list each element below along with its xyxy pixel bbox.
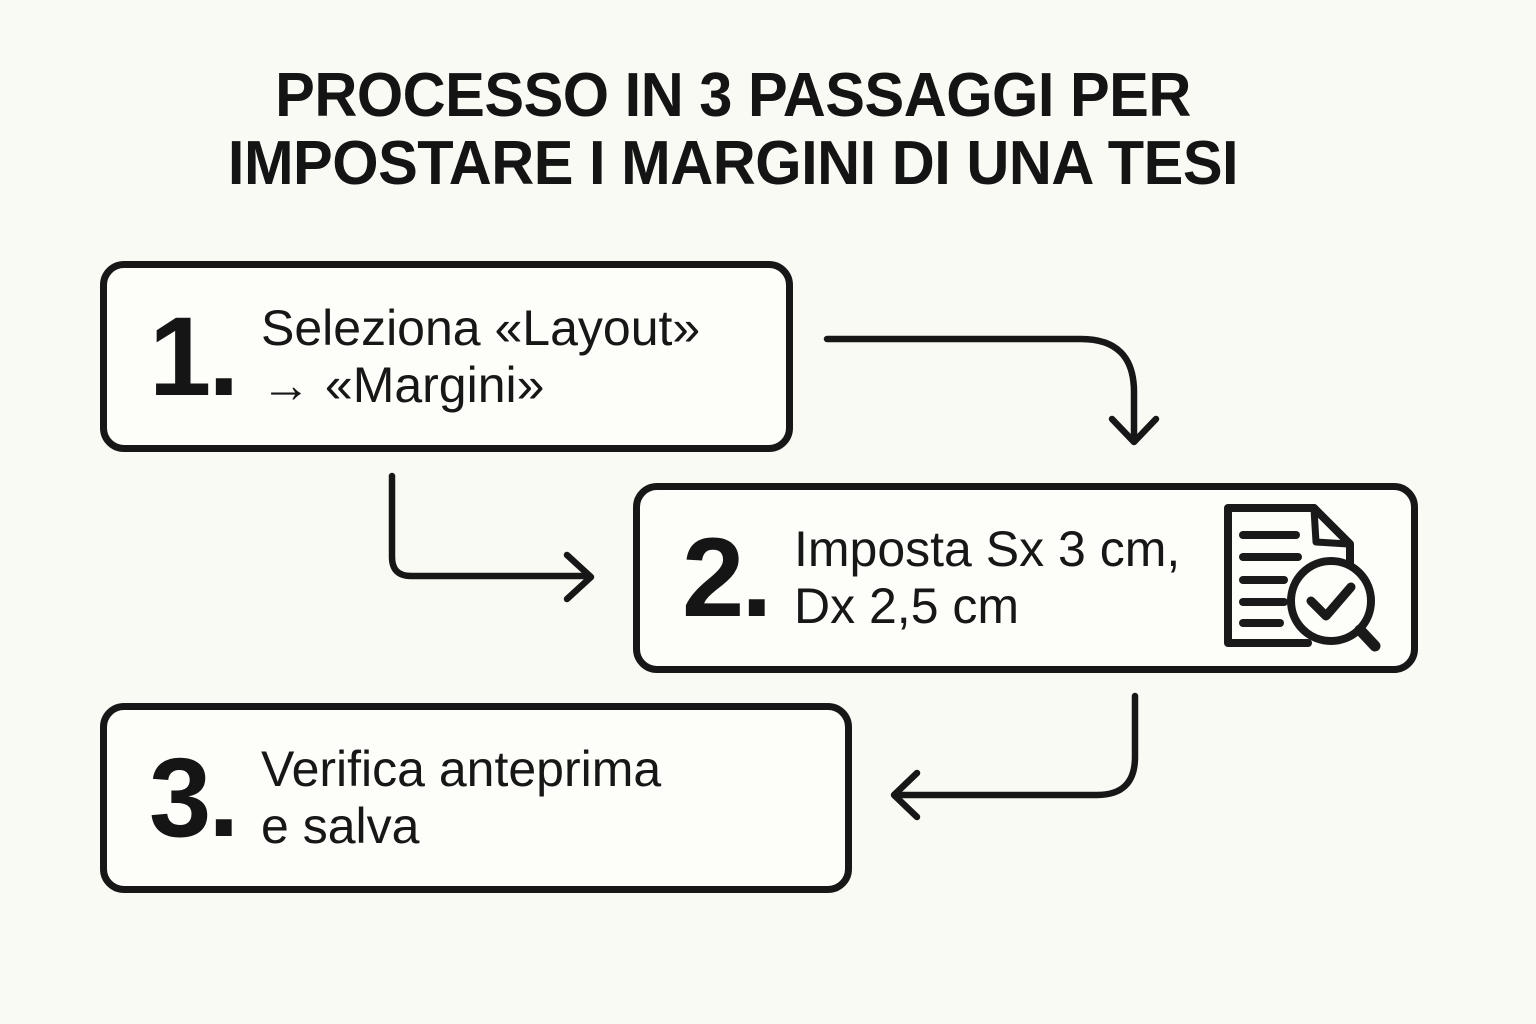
- step-3-number: 3.: [149, 735, 239, 860]
- step-2-text: Imposta Sx 3 cm, Dx 2,5 cm: [794, 521, 1180, 635]
- step-1-text-line-2: → «Margini»: [261, 356, 545, 413]
- step-3-text-line-1: Verifica anteprima: [261, 741, 662, 797]
- page-title-line-2: IMPOSTARE I MARGINI DI UNA TESI: [227, 129, 1239, 198]
- page-title: PROCESSO IN 3 PASSAGGI PER IMPOSTARE I M…: [0, 62, 1501, 198]
- document-search-check-icon: [1220, 503, 1385, 653]
- elbow-arrow-right-icon: [388, 472, 595, 603]
- step-3-text-line-2: e salva: [261, 798, 420, 854]
- elbow-arrow-down-icon: [823, 335, 1160, 446]
- step-1-text: Seleziona «Layout» → «Margini»: [261, 300, 700, 414]
- step-box-2: 2. Imposta Sx 3 cm, Dx 2,5 cm: [633, 483, 1418, 673]
- step-3-text: Verifica anteprima e salva: [261, 741, 661, 855]
- page-title-line-1: PROCESSO IN 3 PASSAGGI PER: [275, 61, 1191, 130]
- step-box-1: 1. Seleziona «Layout» → «Margini»: [100, 261, 793, 452]
- step-2-number: 2.: [682, 515, 772, 640]
- step-2-text-line-2: Dx 2,5 cm: [794, 578, 1020, 634]
- elbow-arrow-left-icon: [890, 692, 1139, 821]
- step-2-text-line-1: Imposta Sx 3 cm,: [794, 521, 1181, 577]
- step-1-number: 1.: [149, 293, 239, 419]
- step-box-3: 3. Verifica anteprima e salva: [100, 703, 852, 893]
- step-1-text-line-1: Seleziona «Layout»: [261, 299, 701, 356]
